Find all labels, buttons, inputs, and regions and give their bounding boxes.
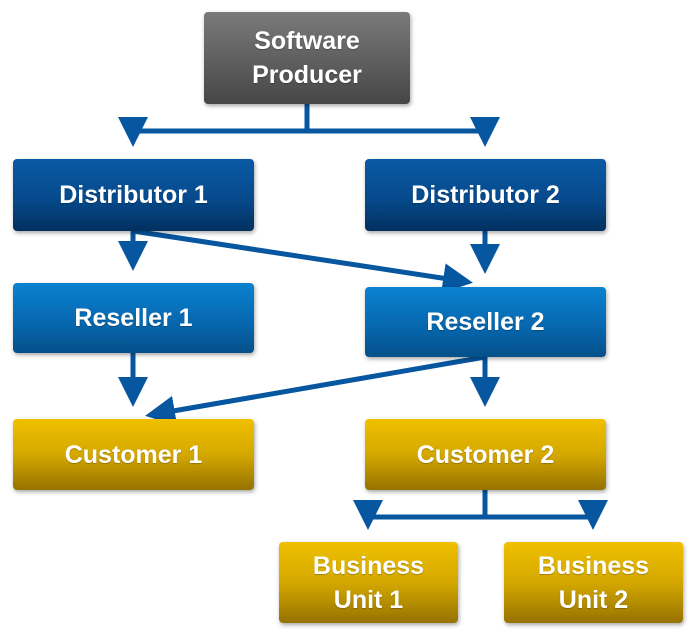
edge-producer-to-distributor-2 <box>307 117 500 147</box>
node-label: Customer 1 <box>64 440 203 469</box>
node-distributor-2: Distributor 2 <box>365 159 606 231</box>
node-distributor-1: Distributor 1 <box>13 159 254 231</box>
node-label: Customer 2 <box>416 440 555 469</box>
node-label: Distributor 1 <box>59 181 208 209</box>
node-label: Reseller 1 <box>74 304 193 332</box>
node-label: Business Unit 2 <box>537 551 650 614</box>
edge-customer-2-to-business-unit-1 <box>353 500 485 530</box>
node-customer-2: Customer 2 <box>365 419 606 490</box>
node-label: Business Unit 1 <box>312 551 425 614</box>
node-software-producer: Software Producer <box>204 12 410 104</box>
node-label: Distributor 2 <box>411 181 560 209</box>
edge-producer-to-distributor-1 <box>118 117 307 147</box>
node-business-unit-1: Business Unit 1 <box>279 542 458 623</box>
node-label: Reseller 2 <box>426 308 545 336</box>
edge-reseller-2-to-customer-1 <box>145 354 486 426</box>
node-label: Software Producer <box>252 27 362 89</box>
edge-customer-2-to-business-unit-2 <box>485 500 608 530</box>
node-business-unit-2: Business Unit 2 <box>504 542 683 623</box>
node-reseller-1: Reseller 1 <box>13 283 254 353</box>
edge-distributor-1-to-reseller-2 <box>132 228 473 294</box>
node-reseller-2: Reseller 2 <box>365 287 606 357</box>
node-customer-1: Customer 1 <box>13 419 254 490</box>
